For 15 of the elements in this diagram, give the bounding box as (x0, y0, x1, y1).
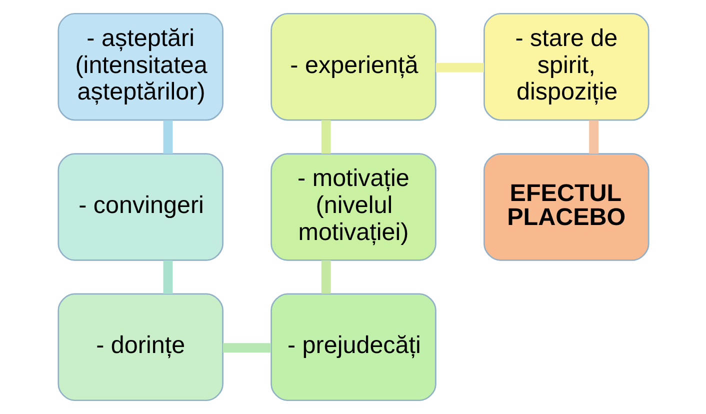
node-box: EFECTUL PLACEBO (483, 153, 649, 261)
node-box: - dorințe (57, 293, 223, 402)
connector (320, 120, 330, 154)
node-box: - stare de spirit, dispoziție (483, 12, 649, 121)
node-box: - așteptări (intensitatea așteptărilor) (57, 12, 223, 121)
connector (435, 62, 484, 72)
connector (320, 260, 330, 294)
node-box: - experiență (270, 12, 436, 121)
node-box: - convingeri (57, 153, 223, 261)
connector (588, 120, 598, 154)
connector (162, 260, 172, 294)
connector (162, 120, 172, 154)
connector (222, 343, 271, 353)
node-box: - motivație (nivelul motivației) (270, 153, 436, 261)
node-box: - prejudecăți (270, 293, 436, 402)
